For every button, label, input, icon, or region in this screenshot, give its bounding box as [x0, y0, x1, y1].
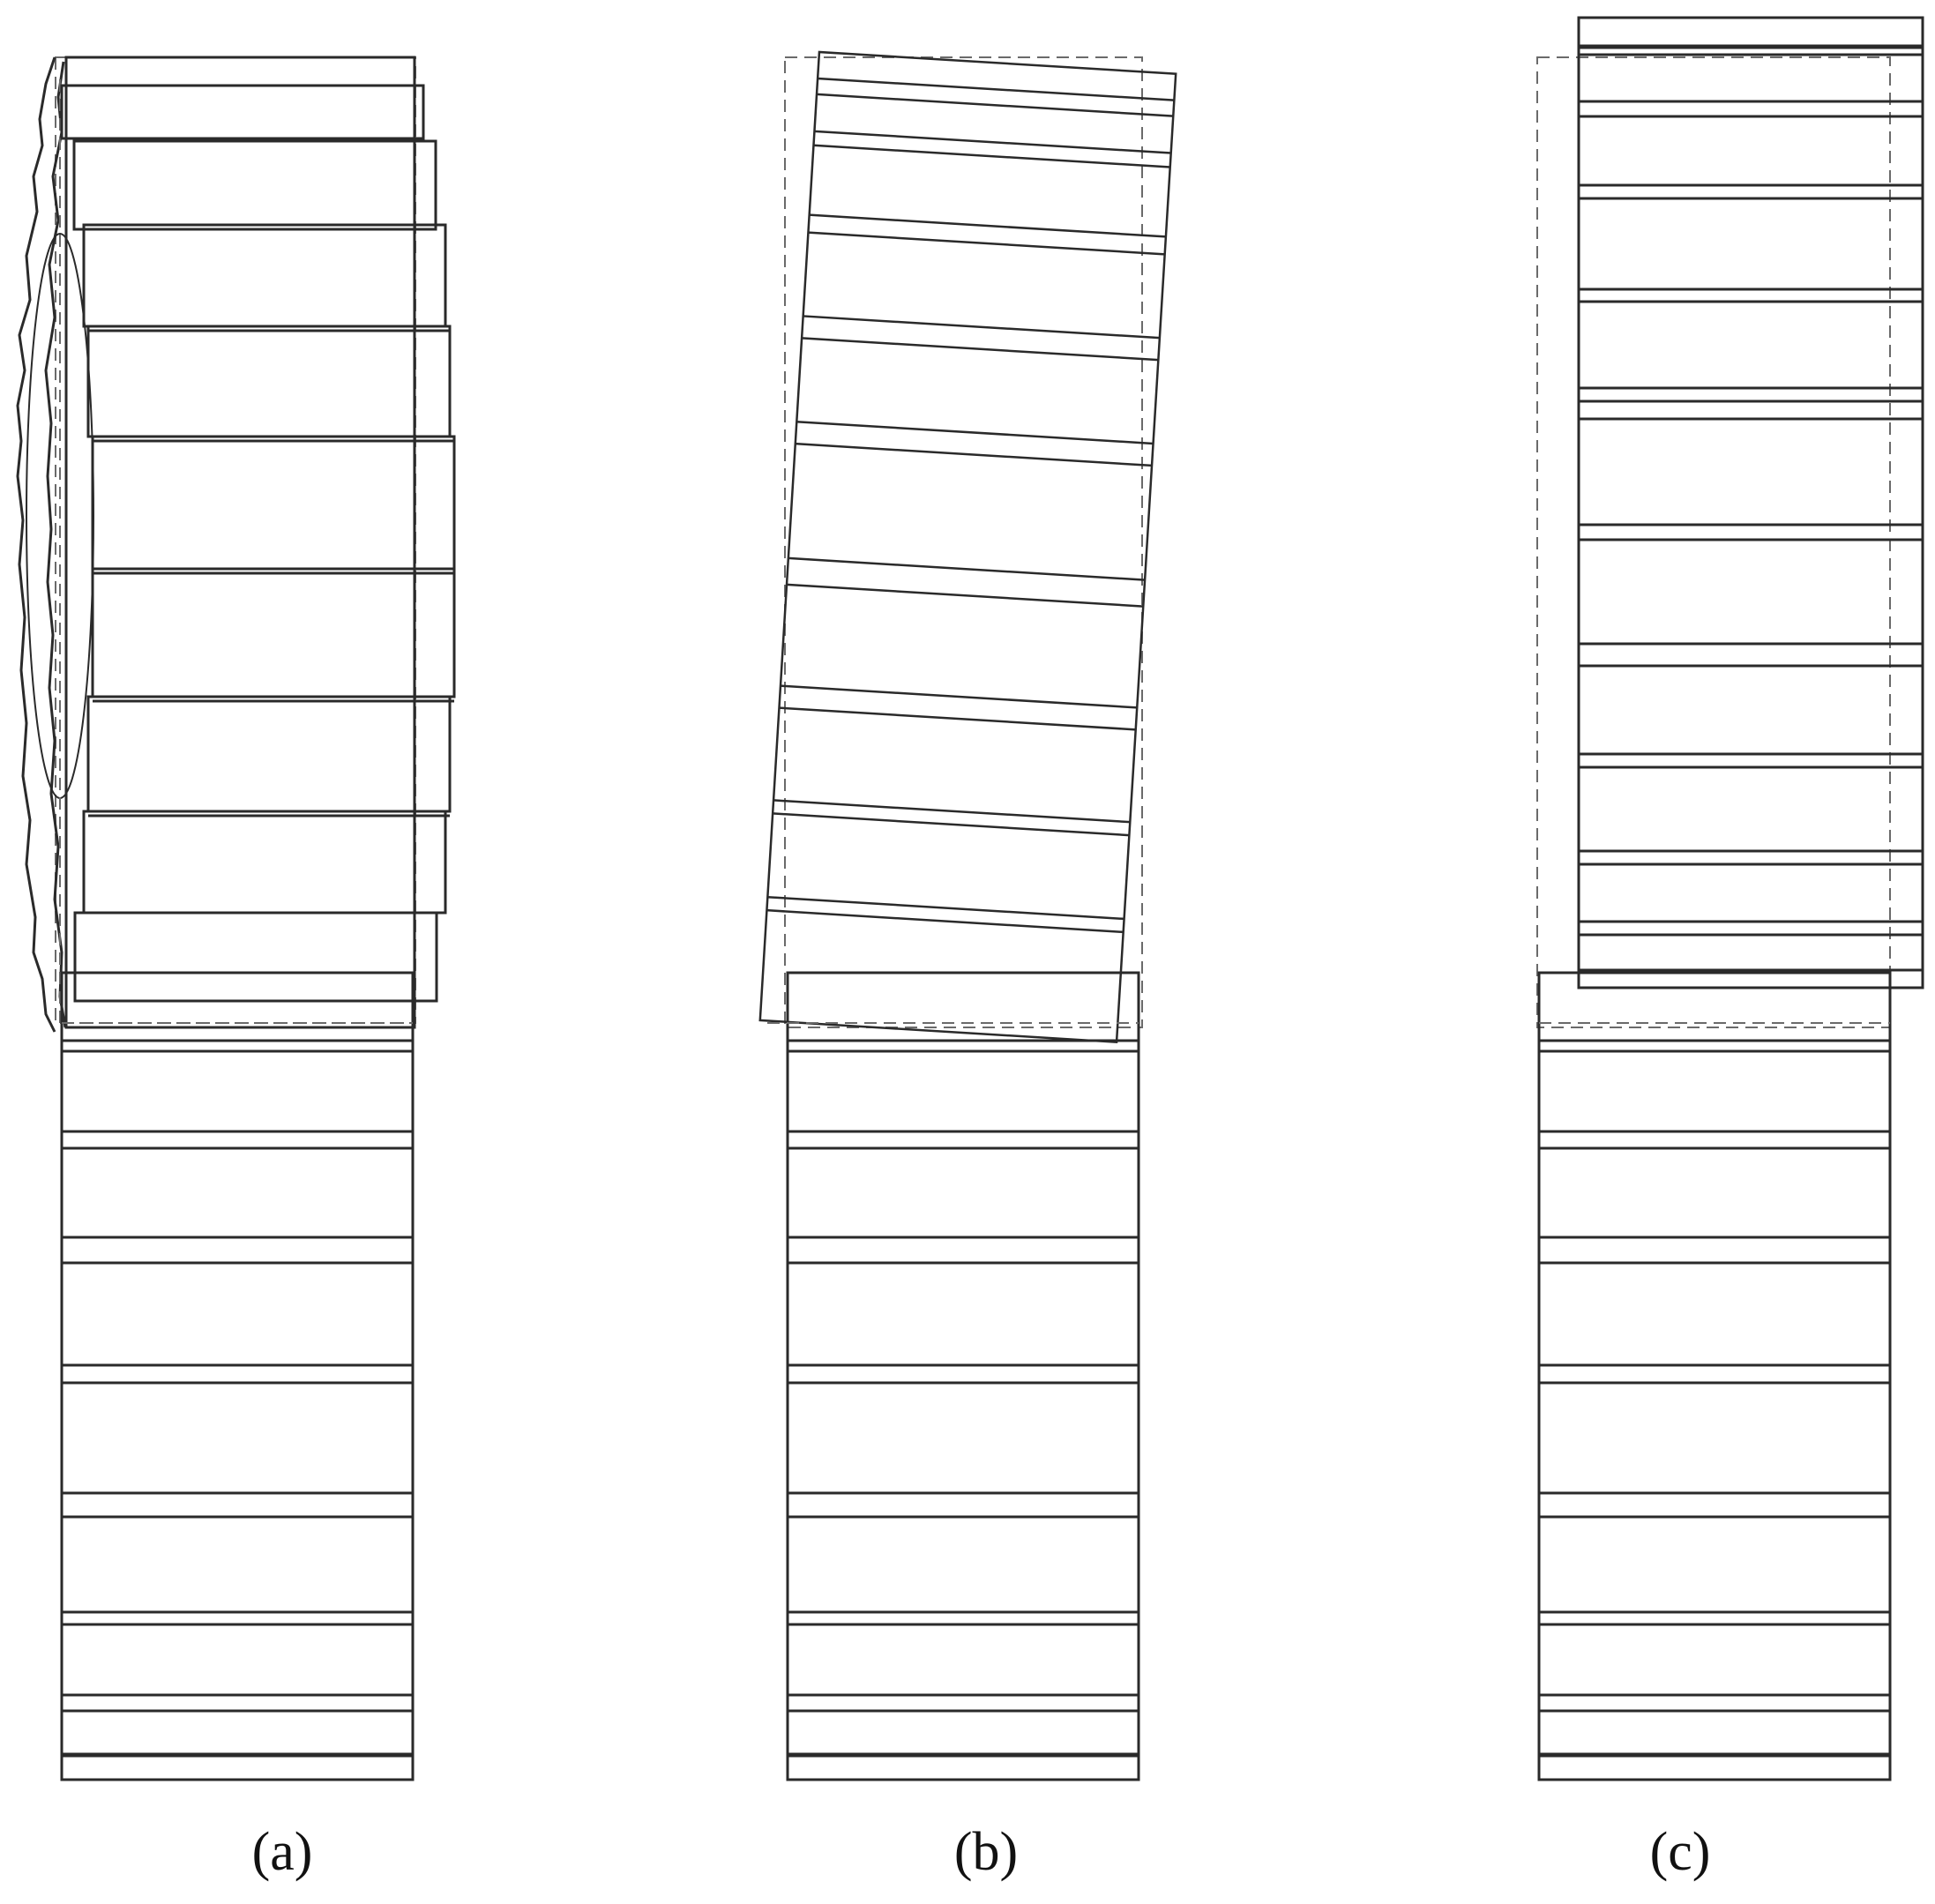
panel-c-shifted-bands	[1579, 44, 1923, 972]
panel-a-upper-block	[64, 56, 416, 1029]
panel-a-lower-bands	[62, 1039, 413, 1758]
panel-c-reference-outline	[1536, 56, 1891, 1028]
panel-b-lower-bands	[788, 1039, 1139, 1758]
panel-a-label: (a)	[252, 1822, 313, 1882]
panel-b	[758, 50, 1177, 1781]
panel-c-lower-block	[1537, 971, 1892, 1781]
panel-a-lower-block	[60, 971, 415, 1781]
panel-c	[1536, 16, 1924, 1781]
panel-b-lower-block	[786, 971, 1140, 1781]
panel-b-label: (b)	[954, 1822, 1018, 1882]
panel-a-wheel-profile	[16, 56, 56, 1033]
panel-b-tilted-block	[758, 50, 1177, 1043]
panel-a-wheel-profile-inner	[44, 61, 67, 1028]
panel-c-lower-bands	[1539, 1039, 1890, 1758]
panel-a	[16, 56, 456, 1781]
panel-c-label: (c)	[1650, 1822, 1711, 1882]
panel-a-upper-bands	[60, 84, 456, 1003]
panel-b-reference-outline	[784, 56, 1143, 1028]
panel-b-tilted-bands	[766, 77, 1175, 934]
panel-c-shifted-block	[1577, 16, 1924, 989]
panel-a-reference-outline	[55, 56, 416, 1024]
